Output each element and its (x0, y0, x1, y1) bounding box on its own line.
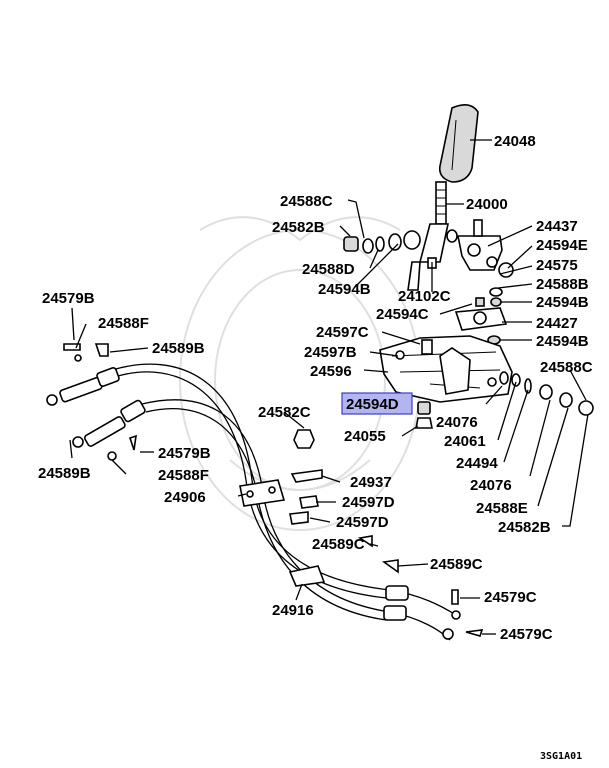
highlight-box (341, 392, 413, 415)
label-24588C-top[interactable]: 24588C (280, 193, 333, 210)
label-24589C-b[interactable]: 24589C (430, 556, 483, 573)
label-24579B-top[interactable]: 24579B (42, 290, 95, 307)
cable-bracket-24916 (288, 565, 326, 587)
label-24594B-a[interactable]: 24594B (318, 281, 371, 298)
label-24597C-top[interactable]: 24597C (316, 324, 369, 341)
label-24579C-a[interactable]: 24579C (484, 589, 537, 606)
label-24916[interactable]: 24916 (272, 602, 314, 619)
label-24061[interactable]: 24061 (444, 433, 486, 450)
label-24588C-right[interactable]: 24588C (540, 359, 593, 376)
label-24588F-bot[interactable]: 24588F (158, 467, 209, 484)
shift-lever-bracket-24596 (379, 335, 513, 403)
label-24048[interactable]: 24048 (494, 133, 536, 150)
cable-clamp-24906 (239, 479, 286, 507)
cable-clips (63, 343, 484, 637)
label-24582B-top[interactable]: 24582B (272, 219, 325, 236)
cable-end-right (383, 585, 461, 640)
label-24597B[interactable]: 24597B (304, 344, 357, 361)
label-24906[interactable]: 24906 (164, 489, 206, 506)
label-24596[interactable]: 24596 (310, 363, 352, 380)
label-24579C-b[interactable]: 24579C (500, 626, 553, 643)
select-lever-24437 (457, 219, 503, 271)
label-24575[interactable]: 24575 (536, 257, 578, 274)
label-24594B-c[interactable]: 24594B (536, 333, 589, 350)
label-24594C[interactable]: 24594C (376, 306, 429, 323)
diagram-code: 3SG1A01 (540, 751, 582, 762)
label-24000[interactable]: 24000 (466, 196, 508, 213)
label-24589B-top[interactable]: 24589B (152, 340, 205, 357)
label-24588D[interactable]: 24588D (302, 261, 355, 278)
label-24594E[interactable]: 24594E (536, 237, 588, 254)
label-24594B-b[interactable]: 24594B (536, 294, 589, 311)
cable-end-upper (46, 367, 120, 406)
bushing-24594D (415, 401, 433, 429)
washers-left (343, 229, 458, 254)
label-24437[interactable]: 24437 (536, 218, 578, 235)
label-24055[interactable]: 24055 (344, 428, 386, 445)
label-24589B-bot[interactable]: 24589B (38, 465, 91, 482)
right-washer-stack (499, 371, 594, 416)
cable-end-lower (72, 399, 146, 448)
label-24588E[interactable]: 24588E (476, 500, 528, 517)
nut-24582C (293, 429, 315, 449)
label-24582C[interactable]: 24582C (258, 404, 311, 421)
label-24582B-bot[interactable]: 24582B (498, 519, 551, 536)
label-24937[interactable]: 24937 (350, 474, 392, 491)
label-24589C-a[interactable]: 24589C (312, 536, 365, 553)
label-24597D-a[interactable]: 24597D (342, 494, 395, 511)
plate-24427 (454, 307, 508, 345)
shift-lever (407, 181, 449, 291)
label-24427[interactable]: 24427 (536, 315, 578, 332)
label-24579B-bot[interactable]: 24579B (158, 445, 211, 462)
label-24076-b[interactable]: 24076 (470, 477, 512, 494)
label-24076-a[interactable]: 24076 (436, 414, 478, 431)
label-24594D[interactable]: 24594D (346, 396, 399, 413)
label-24588B[interactable]: 24588B (536, 276, 589, 293)
label-24494[interactable]: 24494 (456, 455, 498, 472)
part-labels: 24048 24000 24588C 24582B 24588D 24594B … (38, 133, 593, 643)
leader-lines (69, 139, 589, 635)
shift-knob (438, 104, 479, 183)
label-24102C[interactable]: 24102C (398, 288, 451, 305)
label-24588F-top[interactable]: 24588F (98, 315, 149, 332)
label-24597D-b[interactable]: 24597D (336, 514, 389, 531)
